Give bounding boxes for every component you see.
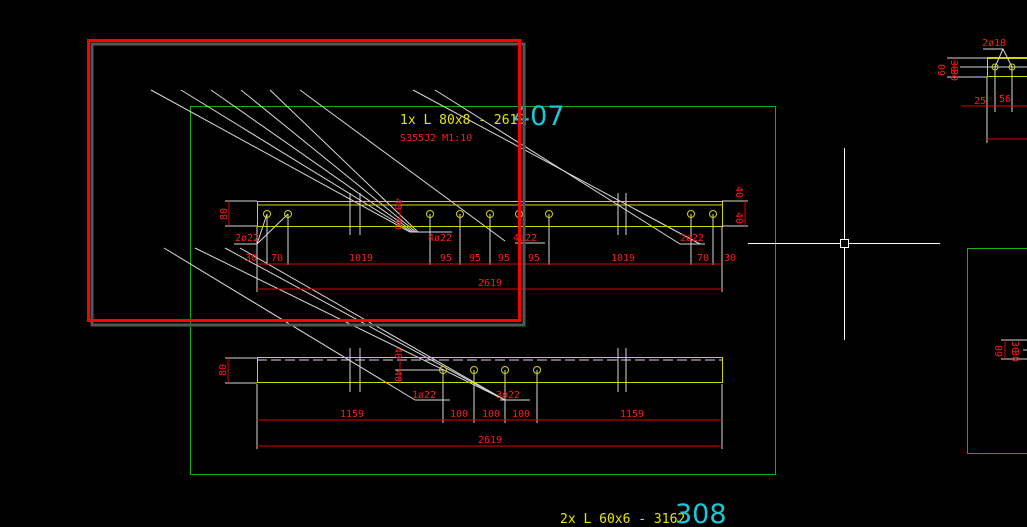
height-label: 80	[218, 364, 229, 376]
selection-shadow	[90, 42, 526, 327]
dim-label: 30	[948, 69, 959, 81]
dim-label: 100	[512, 409, 530, 420]
dim-label: 30	[245, 253, 257, 264]
dim-label: 1019	[611, 253, 635, 264]
dim-label: 70	[697, 253, 709, 264]
part-frame	[190, 106, 776, 475]
part1-title: 1x L 80x8 - 2619	[400, 113, 525, 128]
detail-right	[1001, 339, 1027, 360]
part2-profile[interactable]	[225, 348, 723, 449]
gauge-label: 40	[392, 347, 403, 359]
hole-label: 2ø18	[982, 38, 1006, 49]
dim-label: 30	[724, 253, 736, 264]
part-frame-right	[967, 248, 1027, 454]
dim-label: 70	[271, 253, 283, 264]
hole-label: 3ø22	[496, 390, 520, 401]
hole-label: 2ø22	[680, 233, 704, 244]
gauge-label: 40	[392, 218, 403, 230]
dim-label: 60	[994, 345, 1005, 357]
dim-label: 95	[528, 253, 540, 264]
overall-length: 2619	[478, 435, 502, 446]
dim-label: 60	[937, 64, 948, 76]
part1-mark[interactable]: 407	[513, 101, 565, 132]
hole-label: 2ø22	[235, 233, 259, 244]
part2-title: 2x L 60x6 - 3162	[560, 512, 685, 527]
crosshair-cursor	[748, 148, 940, 340]
dim-label: 30	[1009, 350, 1020, 362]
dim-label: 56	[999, 94, 1011, 105]
dim-label: 1159	[620, 409, 644, 420]
dim-label: 1159	[340, 409, 364, 420]
gauge-label: 40	[392, 370, 403, 382]
part2-dimensions	[227, 358, 722, 447]
gauge-label: 40	[733, 212, 744, 224]
dim-label: 100	[482, 409, 500, 420]
part1-dimensions	[228, 201, 746, 290]
dim-label: 30	[948, 60, 959, 72]
hole-label: 4ø22	[428, 233, 452, 244]
hole-label: 1ø22	[412, 390, 436, 401]
overall-length: 2619	[478, 278, 502, 289]
detail-top-right	[947, 47, 1027, 143]
selection-window[interactable]	[87, 39, 521, 322]
gauge-label: 40	[733, 186, 744, 198]
leader-lines	[150, 89, 705, 401]
dim-label: 30	[1009, 341, 1020, 353]
height-label: 80	[219, 208, 230, 220]
part1-material: S355J2 M1:10	[400, 133, 472, 144]
dim-label: 95	[469, 253, 481, 264]
part2-mark[interactable]: 308	[675, 499, 727, 527]
gauge-label: 40	[392, 198, 403, 210]
dim-label: 25	[974, 96, 986, 107]
dim-label: 100	[450, 409, 468, 420]
dim-label: 95	[498, 253, 510, 264]
dim-label: 1019	[349, 253, 373, 264]
dim-label: 95	[440, 253, 452, 264]
